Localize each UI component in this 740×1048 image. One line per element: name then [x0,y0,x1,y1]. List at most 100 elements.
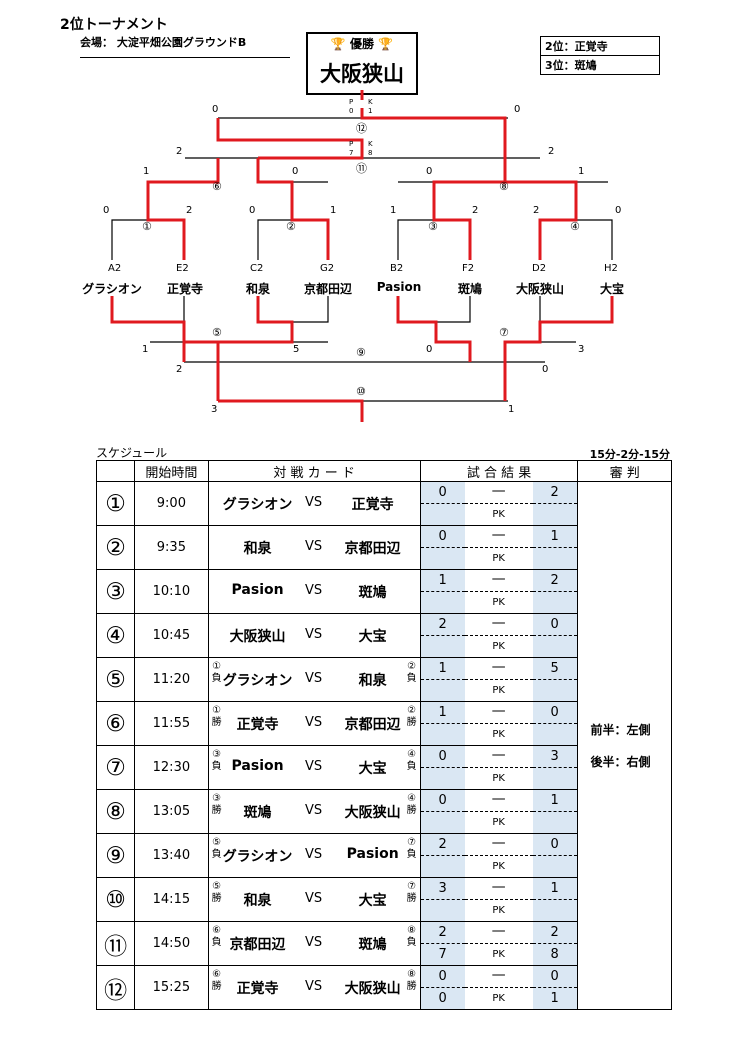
start-time: 13:40 [134,833,209,878]
tournament-bracket [110,90,614,422]
col-referee: 審 判 [577,460,672,482]
right-team: 斑鳩 [358,585,387,601]
pk-left [421,592,465,613]
referee-second-half: 後半：右側 [590,754,651,769]
pk-label: PK [464,504,533,525]
col-matchup: 対 戦 カ ー ド [207,460,421,482]
score: 2 [186,205,193,216]
pk-left [421,768,465,789]
dash: — [464,482,533,504]
pk-left [421,680,465,701]
pk-right [533,724,577,745]
pk-left [421,504,465,525]
right-team: 大宝 [358,761,387,777]
score-left: 0 [420,966,465,988]
score-left: 2 [420,614,465,636]
dash: — [464,526,533,548]
match-number: ⑩ [95,877,136,922]
pk-label: PK [464,680,533,701]
vs-label: VS [304,935,323,950]
score: 0 [615,205,622,216]
score: 0 [426,166,433,177]
pk-right [533,812,577,833]
score: 0 [103,205,110,216]
score: 0 [542,364,549,375]
pk-label: PK [464,900,533,921]
match-number: ⑩ [356,385,366,398]
right-team: 大阪狭山 [344,981,401,997]
score: 1 [143,166,150,177]
pk-right [533,900,577,921]
dash: — [464,790,533,812]
seed-e2: E2 [176,263,189,274]
bracket-team: Pasion [376,280,422,294]
col-no [95,460,136,482]
match-number: ② [286,220,296,233]
seed-a2: A2 [108,263,122,274]
right-team: 正覚寺 [351,497,394,513]
left-team: Pasion [231,758,284,774]
third-place: 3位：斑鳩 [540,55,660,75]
score-left: 1 [420,570,465,592]
bracket-team: 京都田辺 [303,282,352,296]
score-right: 0 [532,614,577,636]
start-time: 9:00 [134,481,209,526]
start-time: 11:55 [134,701,209,746]
left-team: グラシオン [222,673,293,689]
left-team: グラシオン [222,849,293,865]
pk-label: PK [464,988,533,1009]
score-right: 2 [532,922,577,944]
start-time: 10:45 [134,613,209,658]
score-left: 1 [420,702,465,724]
pk-label: PK [464,724,533,745]
dash: — [464,878,533,900]
pk-label: PK [464,856,533,877]
dash: — [464,614,533,636]
right-team: 大宝 [358,893,387,909]
score-right: 5 [532,658,577,680]
left-team: 和泉 [243,893,272,909]
pk-right [533,592,577,613]
score: 0 [249,205,256,216]
match-number: ⑧ [95,789,136,834]
score: 2 [533,205,540,216]
col-start-time: 開始時間 [134,460,209,482]
bracket-team: 斑鳩 [457,282,482,296]
start-time: 15:25 [134,965,209,1010]
match-number: ⑨ [356,346,366,359]
seed-d2: D2 [532,263,547,274]
score: 2 [176,146,183,157]
vs-label: VS [304,627,323,642]
pk-right: 1 [550,991,559,1006]
vs-label: VS [304,891,323,906]
